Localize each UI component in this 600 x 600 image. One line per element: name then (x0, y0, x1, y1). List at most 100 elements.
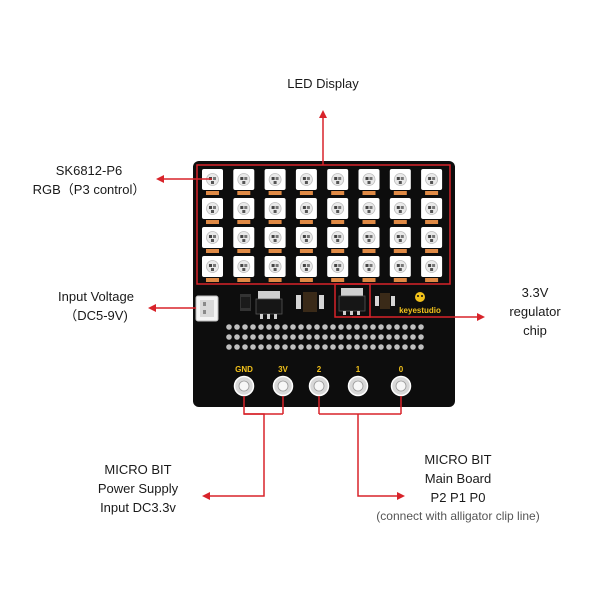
mainboard-note: (connect with alligator clip line) (376, 508, 540, 523)
connector-hole (386, 324, 392, 330)
connector-hole (370, 344, 376, 350)
mainboard-line-3: P2 P1 P0 (430, 489, 486, 505)
connector-hole (410, 344, 416, 350)
rgb-led (202, 198, 223, 224)
connector-hole (386, 344, 392, 350)
rgb-led (358, 256, 380, 282)
regulator-chip (338, 288, 366, 315)
connector-hole (306, 324, 312, 330)
connector-hole (402, 334, 408, 340)
pin-label: 0 (399, 365, 404, 374)
connector-hole (298, 324, 304, 330)
connector-hole (338, 324, 344, 330)
mainboard-line-1: MICRO BIT (424, 452, 492, 467)
connector-hole (370, 324, 376, 330)
label-led-display: LED Display (263, 75, 383, 94)
rgb-led (327, 198, 349, 224)
rgb-led (421, 227, 443, 253)
pin-label: 1 (356, 365, 361, 374)
rgb-led (327, 256, 349, 282)
connector-hole (258, 334, 264, 340)
connector-hole (282, 344, 288, 350)
connector-hole (354, 344, 360, 350)
sk6812-line-2: RGB（P3 control） (32, 181, 146, 197)
rgb-led (421, 169, 443, 195)
connector-hole (394, 324, 400, 330)
rgb-led (264, 256, 286, 282)
connector-hole (378, 324, 384, 330)
connector-hole (322, 324, 328, 330)
connector-hole (346, 324, 352, 330)
connector-hole (266, 344, 272, 350)
connector-hole (242, 344, 248, 350)
connector-hole (314, 334, 320, 340)
connector-hole (282, 324, 288, 330)
connector-hole (242, 324, 248, 330)
connector-hole (314, 344, 320, 350)
connector-hole (258, 344, 264, 350)
connector-hole (290, 344, 296, 350)
connector-hole (322, 344, 328, 350)
rgb-led (233, 169, 255, 195)
power-line-1: MICRO BIT (104, 462, 172, 477)
connector-hole (410, 334, 416, 340)
connector-hole (402, 344, 408, 350)
connector-hole (370, 334, 376, 340)
rgb-led (358, 198, 380, 224)
connector-hole (402, 324, 408, 330)
edge-connector-holes (226, 324, 424, 350)
rgb-led (202, 256, 223, 282)
label-sk6812: SK6812-P6 RGB（P3 control） (22, 162, 156, 200)
connector-hole (306, 344, 312, 350)
connector-hole (234, 344, 240, 350)
connector-hole (250, 334, 256, 340)
connector-hole (378, 334, 384, 340)
resistor-left (296, 292, 324, 312)
connector-hole (418, 344, 424, 350)
connector-hole (306, 334, 312, 340)
led-matrix (202, 169, 443, 282)
connector-hole (234, 334, 240, 340)
connector-hole (274, 344, 280, 350)
connector-hole (362, 344, 368, 350)
input-voltage-line-1: Input Voltage (58, 289, 134, 304)
arrow-main-board (357, 414, 405, 500)
rgb-led (233, 198, 255, 224)
connector-hole (226, 334, 232, 340)
input-voltage-line-2: （DC5-9V) (64, 307, 128, 323)
connector-hole (394, 344, 400, 350)
capacitor-left (240, 294, 251, 311)
rgb-led (327, 227, 349, 253)
connector-hole (250, 324, 256, 330)
connector-hole (282, 334, 288, 340)
connector-hole (330, 334, 336, 340)
pin-label: 3V (278, 365, 288, 374)
connector-hole (362, 324, 368, 330)
connector-hole (226, 344, 232, 350)
keyestudio-logo: keyestudio (399, 292, 441, 315)
regulator-line-1: 3.3V (521, 285, 549, 300)
label-main-board: MICRO BIT Main Board P2 P1 P0 (connect w… (348, 451, 568, 525)
regulator-line-2: regulator (509, 303, 561, 319)
pin-label: GND (235, 365, 253, 374)
rgb-led (233, 256, 255, 282)
rgb-led (389, 169, 411, 195)
label-input-voltage: Input Voltage （DC5-9V) (36, 288, 156, 326)
rgb-led (295, 227, 317, 253)
rgb-led (295, 198, 317, 224)
rgb-led (202, 227, 223, 253)
connector-hole (338, 344, 344, 350)
connector-hole (354, 324, 360, 330)
brand-text: keyestudio (399, 306, 441, 315)
power-line-2: Power Supply (97, 480, 179, 496)
rgb-led (389, 227, 411, 253)
connector-hole (346, 344, 352, 350)
connector-hole (266, 324, 272, 330)
connector-hole (338, 334, 344, 340)
connector-hole (394, 334, 400, 340)
led-display-text: LED Display (287, 76, 359, 91)
connector-hole (314, 324, 320, 330)
rgb-led (264, 227, 286, 253)
